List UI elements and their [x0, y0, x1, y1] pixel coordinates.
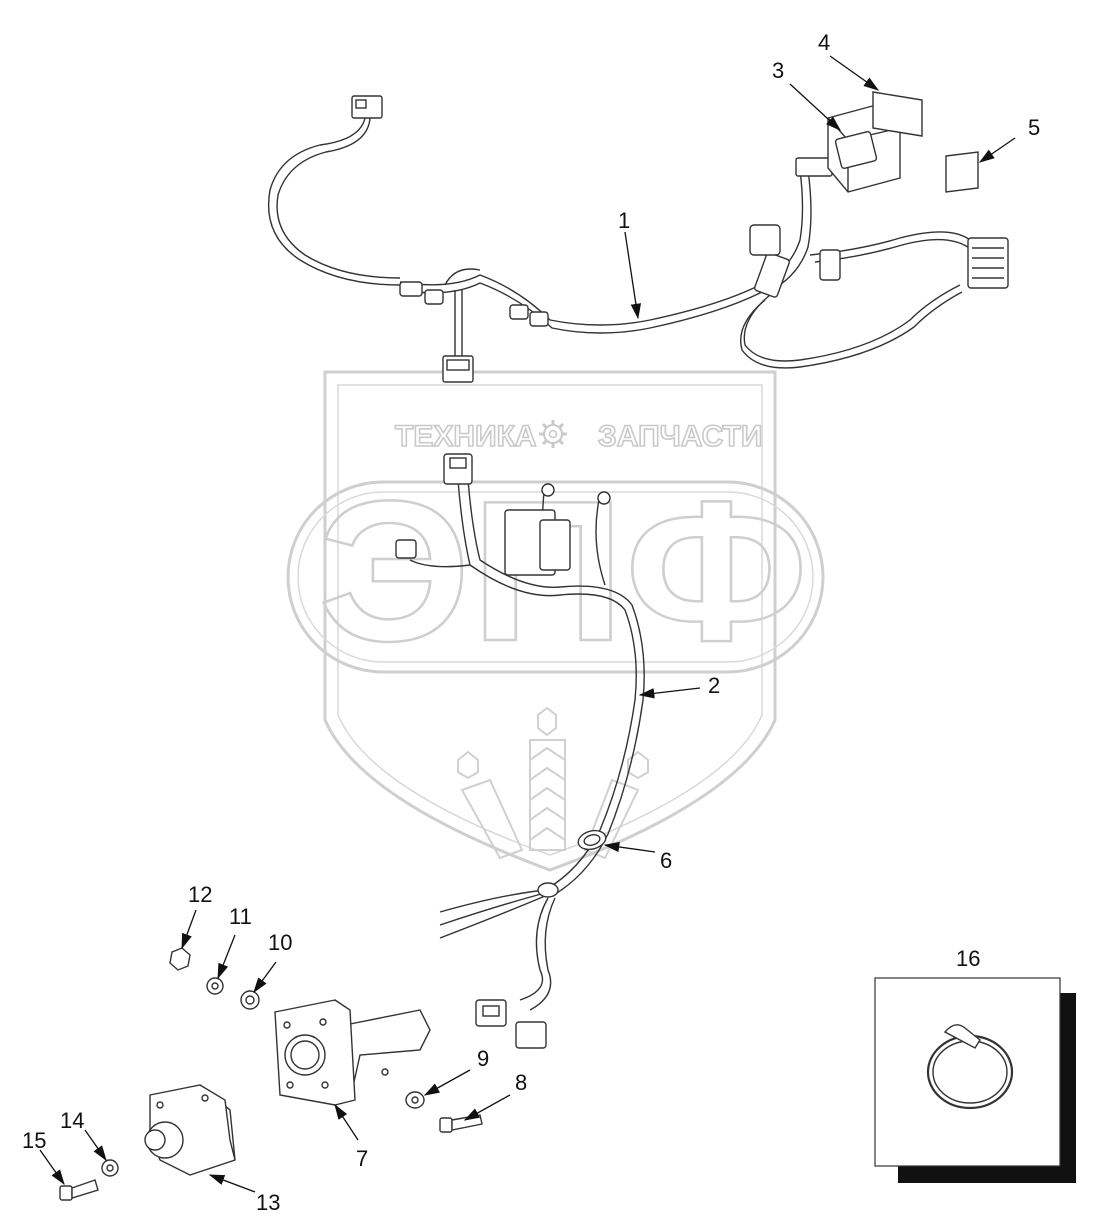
harness-2 [395, 453, 645, 1049]
harness-1 [267, 95, 1009, 383]
callout-5: 5 [1028, 115, 1040, 140]
callout-14: 14 [60, 1108, 84, 1133]
callout-16: 16 [956, 946, 980, 971]
callout-15: 15 [22, 1128, 46, 1153]
callout-6: 6 [660, 848, 672, 873]
washer-14 [101, 1159, 119, 1177]
bolt-15 [59, 1179, 99, 1201]
callout-labels: 1 2 3 4 5 6 7 8 9 10 11 12 13 14 15 16 [22, 30, 1040, 1215]
leader-lines [39, 55, 1016, 1193]
decal-5 [945, 151, 979, 193]
lockwasher-10 [240, 990, 260, 1010]
watermark-brand: ЭПФ [318, 460, 808, 683]
watermark-text-left: ТЕХНИКА [395, 420, 537, 453]
sensor-13 [144, 1084, 236, 1176]
callout-2: 2 [708, 673, 720, 698]
bolt-8 [439, 1114, 483, 1133]
watermark-text-right: ЗАПЧАСТИ [598, 420, 762, 453]
bracket-7 [274, 999, 431, 1106]
callout-13: 13 [256, 1190, 280, 1215]
inset-clamp-16 [874, 977, 1076, 1183]
callout-3: 3 [772, 58, 784, 83]
callout-1: 1 [618, 208, 630, 233]
callout-10: 10 [268, 930, 292, 955]
callout-7: 7 [356, 1146, 368, 1171]
watermark-shield: ТЕХНИКА ЗАПЧАСТИ ЭПФ [286, 370, 825, 872]
callout-12: 12 [188, 882, 212, 907]
decal-4 [872, 91, 923, 137]
washer-11 [206, 977, 224, 995]
callout-4: 4 [818, 30, 830, 55]
callout-8: 8 [515, 1070, 527, 1095]
callout-9: 9 [477, 1046, 489, 1071]
washer-9 [405, 1091, 425, 1109]
callout-11: 11 [229, 904, 252, 929]
nut-12 [169, 947, 191, 971]
gear-icon [539, 420, 567, 448]
